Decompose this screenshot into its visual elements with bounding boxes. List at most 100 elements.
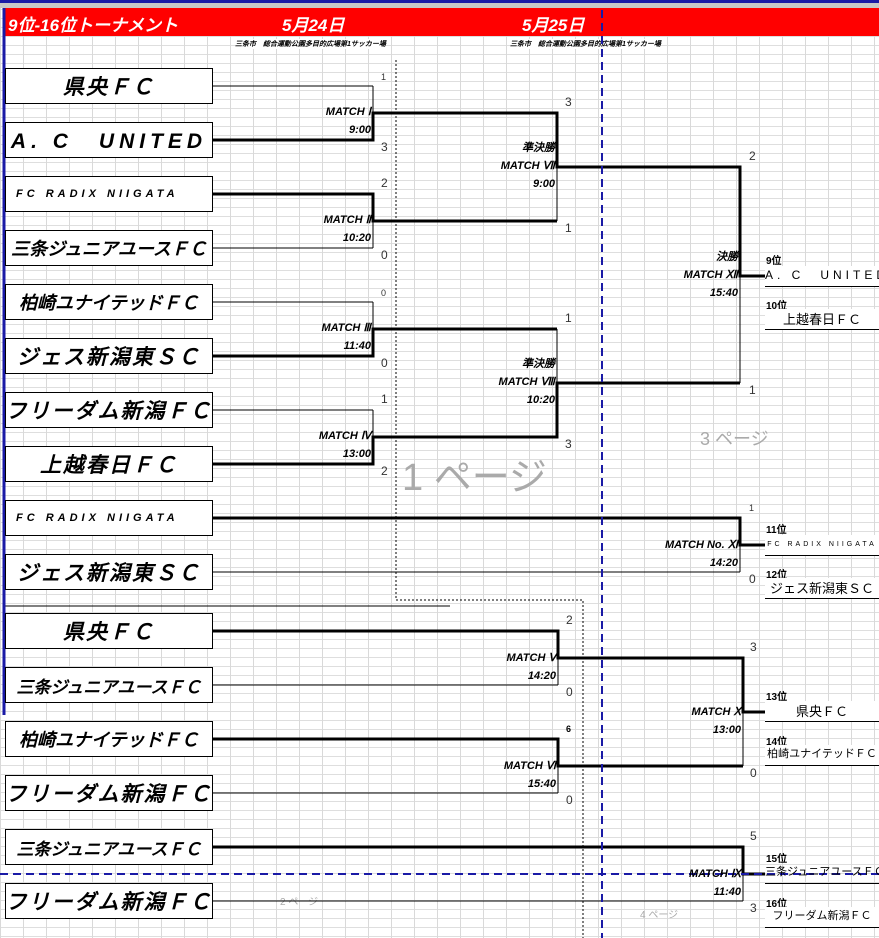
rank-label: 12位 [766,570,788,581]
rank-label: 9位 [766,256,782,267]
sheet-title: 9位-16位トーナメント [8,16,179,35]
match-time: 11:40 [713,886,741,898]
page1-watermark: 1 ページ [402,457,547,499]
match-time: 10:20 [526,394,555,406]
rank-team: 三条ジュニアユースＦＣ [765,863,879,884]
score: 0 [566,793,573,807]
match-time: 13:00 [712,724,741,736]
match-stage: 準決勝 [522,358,555,370]
match-time: 9:00 [348,124,371,136]
score: 1 [749,503,755,513]
rank-team: 柏崎ユナイテッドＦＣ [765,745,879,766]
match-7-label: 準決勝 MATCH Ⅶ 9:00 [501,142,555,191]
score: 5 [750,829,757,843]
rank-label: 14位 [766,737,788,748]
team-slot: 県央ＦＣ [5,613,213,649]
score: 3 [750,640,757,654]
match-name: MATCH Ⅵ [503,760,556,772]
match-name: MATCH Ⅱ [323,214,371,226]
match-time: 15:40 [527,778,556,790]
score: 2 [749,149,756,163]
team-slot: 柏崎ユナイテッドＦＣ [5,284,213,320]
team-slot: 三条ジュニアユースＦＣ [5,230,213,266]
rank-team: FC RADIX NIIGATA [765,535,879,556]
score: 0 [381,356,388,370]
rank-team: A. C UNITED [765,266,879,287]
match-8-label: 準決勝 MATCH Ⅷ 10:20 [499,358,555,407]
match-12-label: 決勝 MATCH Ⅻ 15:40 [684,251,738,300]
match-1-label: MATCH Ⅰ 9:00 [326,106,371,137]
team-slot: 三条ジュニアユースＦＣ [5,829,213,865]
page2-watermark: 2 ページ [280,897,319,908]
score: 0 [750,766,757,780]
score: 2 [381,176,388,190]
score: 0 [381,288,387,298]
team-slot: フリーダム新潟ＦＣ [5,775,213,811]
team-slot: A. C UNITED [5,122,213,158]
match-name: MATCH Ⅻ [683,269,738,281]
rank-label: 13位 [766,692,788,703]
team-slot: フリーダム新潟ＦＣ [5,392,213,428]
score: 0 [749,572,756,586]
team-slot: FC RADIX NIIGATA [5,500,213,536]
venue-day2: 三条市 総合運動公園多目的広場第1サッカー場 [510,39,661,49]
header-bar [3,8,879,36]
score: 3 [565,95,572,109]
rank-label: 10位 [766,301,788,312]
sheet-top-border [0,0,879,8]
score: 1 [381,392,388,406]
venue-day1: 三条市 総合運動公園多目的広場第1サッカー場 [235,39,386,49]
match-10-label: MATCH Ⅹ 13:00 [692,706,742,737]
match-name: MATCH Ⅶ [500,160,555,172]
rank-team: ジェス新潟東ＳＣ [765,578,879,599]
score: 2 [566,613,573,627]
match-name: MATCH Ⅹ [691,706,742,718]
page4-watermark: 4 ページ [640,910,679,921]
rank-team: 上越春日ＦＣ [765,309,879,330]
team-slot: フリーダム新潟ＦＣ [5,883,213,919]
match-3-label: MATCH Ⅲ 11:40 [321,322,371,353]
match-name: MATCH Ⅰ [325,106,371,118]
team-slot: 三条ジュニアユースＦＣ [5,667,213,703]
team-slot: ジェス新潟東ＳＣ [5,554,213,590]
day2-header: 5月25日 [522,16,585,35]
match-name: MATCH No. Ⅺ [665,539,738,551]
match-9-label: MATCH Ⅸ 11:40 [689,868,741,899]
match-11-label: MATCH No. Ⅺ 14:20 [665,539,738,570]
team-slot: 県央ＦＣ [5,68,213,104]
match-time: 13:00 [342,448,371,460]
team-slot: 上越春日ＦＣ [5,446,213,482]
match-time: 14:20 [527,670,556,682]
match-name: MATCH Ⅷ [498,376,555,388]
rank-label: 11位 [766,525,787,536]
score: 1 [565,221,572,235]
team-slot: ジェス新潟東ＳＣ [5,338,213,374]
team-slot: 柏崎ユナイテッドＦＣ [5,721,213,757]
match-5-label: MATCH Ⅴ 14:20 [507,652,556,683]
match-name: MATCH Ⅴ [506,652,556,664]
score: 0 [566,685,573,699]
score: 3 [750,901,757,915]
rank-label: 15位 [766,854,788,865]
score: 1 [381,72,387,82]
score: 1 [565,311,572,325]
score: 3 [381,140,388,154]
match-time: 14:20 [709,557,738,569]
day1-header: 5月24日 [282,16,345,35]
team-slot: FC RADIX NIIGATA [5,176,213,212]
match-time: 15:40 [709,287,738,299]
match-stage: 決勝 [716,251,738,263]
match-stage: 準決勝 [522,142,555,154]
score: 2 [381,464,388,478]
match-name: MATCH Ⅲ [321,322,371,334]
match-time: 11:40 [343,340,371,352]
rank-team: フリーダム新潟ＦＣ [765,907,879,928]
match-name: MATCH Ⅸ [688,868,741,880]
score: 6 [566,724,572,734]
score: 3 [565,437,572,451]
score: 1 [749,383,756,397]
match-time: 9:00 [532,178,555,190]
